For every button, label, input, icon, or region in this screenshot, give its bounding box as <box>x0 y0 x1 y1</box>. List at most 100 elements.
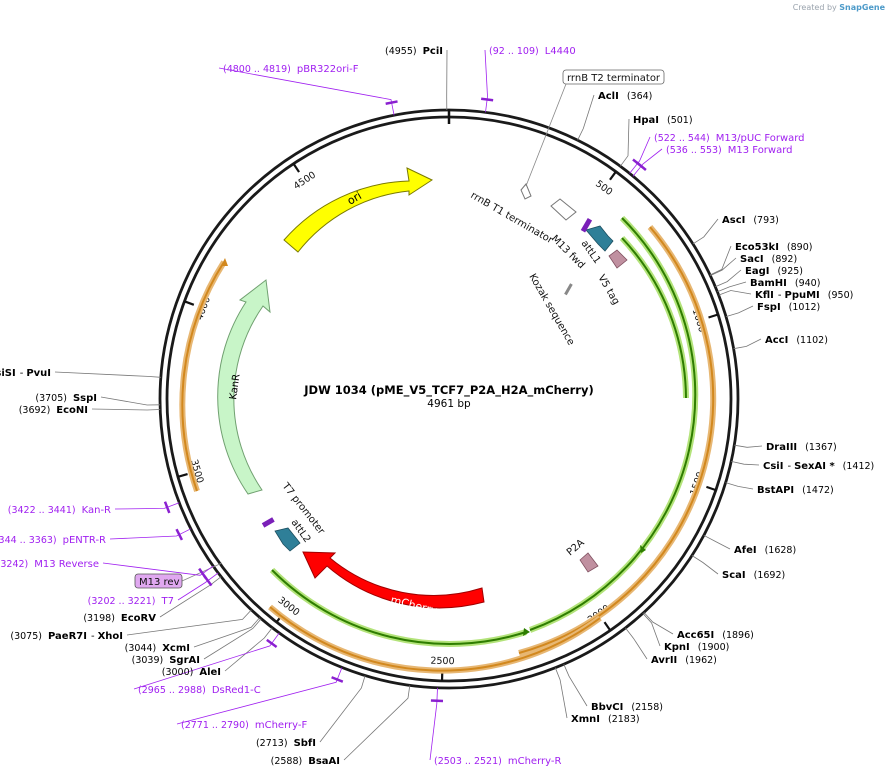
leader-line <box>343 685 411 761</box>
primer-range: (92 .. 109) <box>489 46 539 57</box>
m13-fwd-primer-mark <box>580 217 593 233</box>
site-position: (3000) <box>162 667 194 678</box>
site-name: AvrII <box>651 655 677 666</box>
snapgene-logo: SnapGene <box>839 3 885 12</box>
primer-name: M13 Reverse <box>34 559 99 570</box>
leader-line <box>692 218 719 245</box>
p2a-arrow <box>579 552 599 573</box>
leader-line <box>218 67 395 116</box>
site-name: BbvCI <box>591 702 623 713</box>
site-name: SacI <box>740 254 764 265</box>
primer-mark <box>163 501 171 514</box>
enzyme-site-label: AclI(364) <box>598 91 652 102</box>
ruler-tick <box>184 300 195 306</box>
ruler-tick <box>292 163 300 173</box>
leader-line <box>177 572 219 601</box>
primer-mark <box>203 575 213 587</box>
site-position: (2713) <box>256 738 288 749</box>
site-name: HpaI <box>633 115 659 126</box>
site-position: (950) <box>828 290 854 301</box>
primer-range: (2965 .. 2988) <box>138 685 206 696</box>
primer-name: Kan-R <box>82 505 111 516</box>
site-name: AfeI <box>734 545 757 556</box>
site-name: Acc65I <box>677 630 714 641</box>
enzyme-site-label: SacI(892) <box>740 254 797 265</box>
t7-promoter-mark <box>261 517 275 528</box>
rrnb-t2-box <box>562 69 665 85</box>
enzyme-site-label: DraIII(1367) <box>766 442 837 453</box>
enzyme-site-label: EagI(925) <box>745 266 803 277</box>
leader-line <box>725 305 754 317</box>
orf-green-outer <box>528 215 699 633</box>
leader-line <box>703 534 731 550</box>
leader-line <box>715 269 742 288</box>
ruler-tick <box>609 171 617 181</box>
site-position: (3075) <box>10 631 42 642</box>
site-name: FspI <box>757 302 781 313</box>
leader-line <box>563 664 588 707</box>
leader-line <box>114 502 180 510</box>
primer-label: (3226 .. 3242)M13 Reverse <box>0 559 99 570</box>
primer-mark <box>480 97 494 102</box>
orf-arrowhead-3 <box>640 545 646 553</box>
m13-rev-box <box>134 573 183 589</box>
primer-range: (3422 .. 3441) <box>8 505 76 516</box>
site-name-2: SexAI * <box>794 461 835 472</box>
site-name-2: XhoI <box>98 631 123 642</box>
orf-arcs <box>179 215 717 674</box>
orf-orange-left <box>179 260 227 492</box>
leader-line <box>629 136 651 174</box>
site-position: (1900) <box>698 642 730 653</box>
ruler-label: 4500 <box>292 170 318 193</box>
site-position: (1896) <box>722 630 754 641</box>
site-position: (1012) <box>789 302 821 313</box>
primer-name: T7 <box>161 596 174 607</box>
enzyme-site-label: HpaI(501) <box>633 115 693 126</box>
leader-line <box>100 396 161 406</box>
enzyme-site-label: (3039)SgrAI <box>132 655 200 666</box>
primer-label: (3422 .. 3441) Kan-R <box>8 505 111 516</box>
site-name: PaeR7I <box>48 631 87 642</box>
primer-label: (4800 .. 4819)pBR322ori-F <box>223 64 359 75</box>
site-position: (1962) <box>685 655 717 666</box>
leader-line <box>632 148 663 177</box>
primer-name: M13/pUC Forward <box>716 133 805 144</box>
site-position: (3039) <box>132 655 164 666</box>
v5-tag-arrow <box>608 249 628 269</box>
leader-line <box>133 632 280 690</box>
orf-orange-left-core <box>181 261 225 492</box>
m13-fwd-label: M13 fwd <box>549 233 587 271</box>
leader-line <box>642 613 661 647</box>
site-position: (2588) <box>271 756 303 767</box>
leader-line <box>717 281 747 293</box>
primer-label: (2503 .. 2521)mCherry-R <box>434 756 561 767</box>
kanr-arrow <box>217 279 271 495</box>
site-labels: (4955)PciIAclI(364)HpaI(501)AscI(793)Eco… <box>0 46 874 767</box>
site-name: KflI <box>755 290 774 301</box>
site-name-sep: - <box>91 631 95 642</box>
primer-name: mCherry-R <box>508 756 562 767</box>
site-name: PciI <box>423 46 443 57</box>
primer-label: (92 .. 109)L4440 <box>489 46 576 57</box>
primer-range: (3344 .. 3363) <box>0 535 57 546</box>
primer-label: (2965 .. 2988)DsRed1-C <box>138 685 261 696</box>
site-position: (1367) <box>805 442 837 453</box>
leader-line <box>429 687 438 761</box>
enzyme-site-label: Acc65I (1896) <box>677 630 754 641</box>
site-name: XmnI <box>571 714 600 725</box>
orf-green-bottom-core <box>271 569 527 645</box>
site-name-sep: - <box>778 290 782 301</box>
primer-mark <box>331 676 344 683</box>
site-position: (364) <box>627 91 653 102</box>
site-name: ScaI <box>722 570 746 581</box>
site-position: (890) <box>787 242 813 253</box>
ruler-label: 2500 <box>430 656 454 668</box>
enzyme-site-label: (3692)EcoNI <box>19 405 88 416</box>
leader-line <box>577 94 595 141</box>
inner-feature-labels: rrnB T1 terminator M13 fwd attL1 V5 tag … <box>279 190 621 558</box>
enzyme-site-label: FspI (1012) <box>757 302 820 313</box>
site-position: (925) <box>777 266 803 277</box>
kanr-label: KanR <box>228 373 242 400</box>
leader-line <box>54 371 161 378</box>
rrnb-t2-arrow <box>520 183 532 200</box>
